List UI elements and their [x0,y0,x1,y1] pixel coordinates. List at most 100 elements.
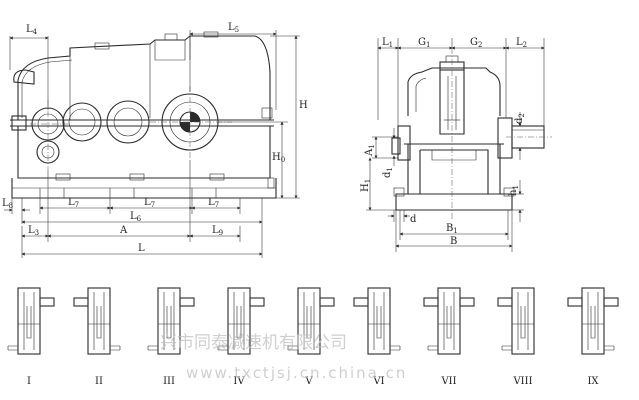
assembly-housing-outline [437,287,461,355]
watermark-url: www.txctjsj.cn.china.cn [186,364,407,382]
assembly-gear-column [446,306,452,339]
assembly-output-shaft [497,297,513,307]
watermark-company: 兴市同泰减速机有限公司 [160,333,347,353]
dim-label-B1: B1 [446,223,458,235]
assembly-type-label: VII [440,376,456,387]
assembly-output-shaft [73,297,89,307]
assembly-output-shaft [249,297,265,307]
dim-label-L7-left: L7 [68,197,79,209]
front-labels: L4 L5 H H0 L8 L7 L7 L7 L6 L3 A L9 L [2,22,308,254]
assembly-type-label: I [27,376,31,387]
assembly-type-8: VIII [497,287,535,387]
dim-label-h1: h1 [508,185,520,196]
assembly-gear-column [590,306,596,339]
dim-label-L: L [138,243,145,254]
dim-label-H1: H1 [360,179,372,192]
assembly-type-3: III [147,287,195,387]
assembly-shaft-lines [23,292,35,350]
assembly-type-label: III [163,376,175,387]
assembly-output-shaft [353,297,369,307]
assembly-output-shaft [603,297,619,307]
assembly-input-shaft [604,345,615,351]
assembly-shaft-lines [443,292,455,350]
dim-label-A: A [119,225,128,236]
assembly-output-shaft [179,297,195,307]
assembly-input-shaft [7,345,18,351]
assembly-housing-outline [297,287,321,355]
dim-label-A1: A1 [364,144,376,157]
assembly-housing-outline [157,287,181,355]
assembly-housing-outline [227,287,251,355]
dim-label-B: B [450,236,457,247]
assembly-gear-column [236,306,242,339]
assembly-gear-column [26,306,32,339]
assembly-shaft-lines [517,292,529,350]
assembly-output-shaft [567,297,583,307]
assembly-housing-outline [87,287,111,355]
assembly-gear-column [306,306,312,339]
assembly-type-label: IX [587,376,599,387]
assembly-type-label: II [95,376,103,387]
assembly-type-4: IV [217,287,265,387]
assembly-output-shaft [423,297,439,307]
dim-label-L7-right: L7 [208,197,219,209]
side-dimensions [366,38,545,252]
dim-label-L3: L3 [28,225,39,237]
assembly-gear-column [166,306,172,339]
dim-label-d1: d1 [382,167,394,178]
assembly-housing-outline [17,287,41,355]
assembly-type-1: I [7,287,55,387]
assembly-type-label: V [304,376,313,387]
assembly-input-shaft [110,345,121,351]
assembly-type-7: VII [423,287,475,387]
assembly-input-shaft [501,345,512,351]
dim-label-H: H [299,100,308,111]
assembly-type-label: VI [372,376,384,387]
assembly-housing-outline [511,287,535,355]
assembly-housing-outline [581,287,605,355]
dim-label-H0: H0 [272,152,285,164]
assembly-type-5: V [287,287,335,387]
dim-label-L8: L8 [2,198,13,210]
dim-label-d2: d2 [514,113,526,124]
assembly-output-shaft [459,297,475,307]
assembly-housing-outline [367,287,391,355]
assembly-gear-column [96,306,102,339]
assembly-input-shaft [390,345,401,351]
watermark: 兴市同泰减速机有限公司 www.txctjsj.cn.china.cn [160,333,407,382]
assembly-input-shaft [427,345,438,351]
assembly-shaft-lines [93,292,105,350]
side-view [391,48,552,220]
assembly-shaft-lines [373,292,385,350]
front-dimensions [4,30,300,258]
assembly-gear-column [520,306,526,339]
dim-label-G1: G1 [418,37,430,49]
front-view [10,31,277,199]
assembly-type-label: VIII [512,376,532,387]
assembly-output-shaft [319,297,335,307]
assembly-output-shaft [39,297,55,307]
assembly-type-9: IX [567,287,619,387]
assembly-shaft-lines [303,292,315,350]
assembly-input-shaft [147,345,158,351]
assembly-shaft-lines [163,292,175,350]
assembly-shaft-lines [587,292,599,350]
dim-label-G2: G2 [470,37,482,49]
assembly-shaft-lines [233,292,245,350]
dim-label-L9: L9 [212,225,223,237]
assembly-input-shaft [217,345,228,351]
assembly-type-6: VI [353,287,401,387]
dim-label-L2: L2 [516,37,527,49]
side-labels: L1 G1 G2 L2 d2 A1 d1 H1 h1 d B1 B [360,37,527,247]
assembly-gear-column [376,306,382,339]
dim-label-L5: L5 [228,22,239,34]
assembly-type-label: IV [233,376,245,387]
dim-label-L7-middle: L7 [144,197,155,209]
dim-label-L6: L6 [130,211,142,223]
assembly-type-2: II [73,287,121,387]
dim-label-L4: L4 [26,24,38,36]
assembly-input-shaft [287,345,298,351]
dim-label-d: d [410,214,417,225]
